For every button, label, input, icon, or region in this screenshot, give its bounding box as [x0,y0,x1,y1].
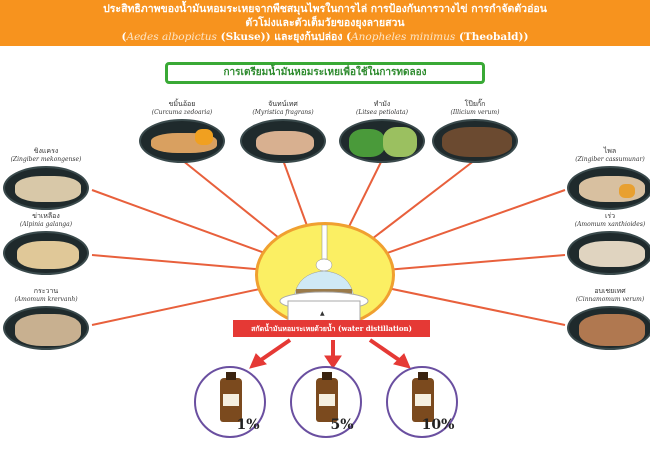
plant-thai-name: โป๊ยกั๊ก [464,100,486,108]
plant-scientific-name: (Litsea petiolata) [356,109,408,116]
section-banner: การเตรียมน้ำมันหอมระเหยเพื่อใช้ในการทดลอ… [165,62,485,84]
author-2: (Theobald)) [458,31,529,43]
concentration-5: 5% [330,417,354,433]
bottle-icon [412,372,434,422]
bottle-10-percent [386,366,458,438]
plant-amomum-krervanh: กระวาน (Amomum krervanh) [0,287,96,350]
plant-cinnamomum-verum: อบเชยเทศ (Cinnamomum verum) [560,287,650,350]
plant-scientific-name: (Zingiber mekongense) [10,156,82,163]
plant-litsea-petiolata: ทำมัง (Litsea petiolata) [332,100,432,163]
plant-thai-name: ไพล [603,147,617,155]
plant-scientific-name: (Cinnamomum verum) [575,296,645,303]
plant-thai-name: เร่ว [604,212,616,220]
petri-dish-image [339,119,425,163]
petri-dish-image [432,119,518,163]
plant-zingiber-mekongense: ขิงแครง (Zingiber mekongense) [0,147,96,210]
plant-thai-name: กระวาน [33,287,59,295]
species-1: Aedes albopictus [126,31,217,43]
petri-dish-image [3,306,89,350]
plant-thai-name: ทำมัง [373,100,391,108]
distillation-apparatus: ▲ [255,222,395,328]
distiller-icon: ▲ [279,224,369,322]
concentration-10: 10% [421,417,455,433]
petri-dish-image [240,119,326,163]
title-banner: ประสิทธิภาพของน้ำมันหอมระเหยจากพืชสมุนไพ… [0,0,650,46]
plant-amomum-xanthioides: เร่ว (Amomum xanthioides) [560,212,650,275]
petri-dish-image [3,231,89,275]
plant-scientific-name: (Alpinia galanga) [19,221,73,228]
title-line-1: ประสิทธิภาพของน้ำมันหอมระเหยจากพืชสมุนไพ… [103,3,547,15]
plant-thai-name: จันทน์เทศ [268,100,298,108]
plant-alpinia-galanga: ข่าเหลือง (Alpinia galanga) [0,212,96,275]
plant-myristica-fragrans: จันทน์เทศ (Myristica fragrans) [233,100,333,163]
species-2: Anopheles minimus [351,31,456,43]
svg-text:▲: ▲ [320,310,325,317]
plant-thai-name: อบเชยเทศ [594,287,626,295]
plant-scientific-name: (Amomum xanthioides) [574,221,646,228]
concentration-1: 1% [236,417,260,433]
plant-scientific-name: (Curcuma zedoaria) [151,109,213,116]
plant-thai-name: ขิงแครง [33,147,59,155]
petri-dish-image [567,306,650,350]
bottle-icon [316,372,338,422]
title-line-3: (Aedes albopictus (Skuse)) และยุงก้นปล่อ… [121,31,529,43]
plant-thai-name: ข่าเหลือง [32,212,60,220]
author-1: (Skuse)) [220,31,271,43]
petri-dish-image [139,119,225,163]
title-connector: และยุงก้นปล่อง ( [274,31,352,43]
plant-scientific-name: (Amomum krervanh) [14,296,78,303]
plant-curcuma-zedoaria: ขมิ้นอ้อย (Curcuma zedoaria) [132,100,232,163]
bottle-1-percent [194,366,266,438]
plant-thai-name: ขมิ้นอ้อย [168,100,196,108]
bottle-icon [220,372,242,422]
plant-scientific-name: (Myristica fragrans) [252,109,314,116]
bottle-5-percent [290,366,362,438]
petri-dish-image [567,166,650,210]
plant-scientific-name: (Illicium verum) [450,109,500,116]
method-label: สกัดน้ำมันหอมระเหยด้วยน้ำ (water distill… [233,320,430,337]
plant-illicium-verum: โป๊ยกั๊ก (Illicium verum) [425,100,525,163]
plant-scientific-name: (Zingiber cassumunar) [575,156,645,163]
title-line-2: ตัวโม่งและตัวเต็มวัยของยุงลายสวน [245,17,405,29]
petri-dish-image [567,231,650,275]
plant-zingiber-cassumunar: ไพล (Zingiber cassumunar) [560,147,650,210]
petri-dish-image [3,166,89,210]
